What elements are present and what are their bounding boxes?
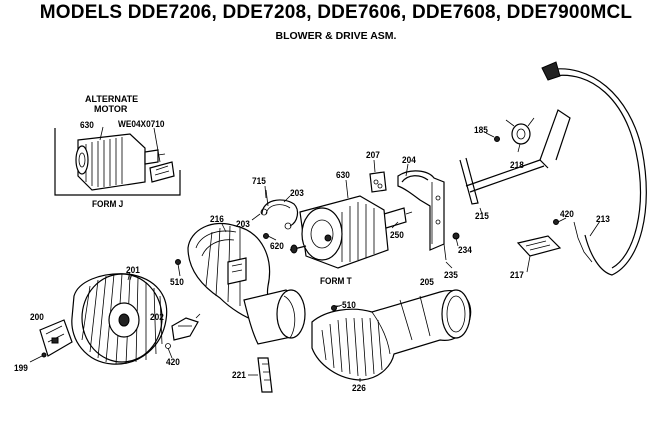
callout-221: 221 <box>232 370 246 380</box>
callout-207: 207 <box>366 150 380 160</box>
exhaust-duct <box>311 289 472 381</box>
callout-202: 202 <box>150 312 164 322</box>
motor-bracket <box>369 170 460 261</box>
callout-630: 630 <box>336 170 350 180</box>
callout-234: 234 <box>458 245 472 255</box>
callout-199: 199 <box>14 363 28 373</box>
callout-201: 201 <box>126 265 140 275</box>
callout-218: 218 <box>510 160 524 170</box>
callout-215: 215 <box>475 211 489 221</box>
wheel-plate <box>29 319 73 363</box>
callout-203b: 203 <box>236 219 250 229</box>
callout-250: 250 <box>390 230 404 240</box>
inset-form-label: FORM J <box>92 199 124 209</box>
callout-213: 213 <box>596 214 610 224</box>
callout-235: 235 <box>444 270 458 280</box>
motor-clamp <box>260 189 299 239</box>
callout-204: 204 <box>402 155 416 165</box>
inset-heading-line2: MOTOR <box>94 104 128 114</box>
bracket-plate <box>516 219 562 257</box>
callout-203a: 203 <box>290 188 304 198</box>
inset-part-callout: WE04X0710 <box>118 119 165 129</box>
callout-715: 715 <box>252 176 266 186</box>
callout-620a: 620 <box>270 241 284 251</box>
callout-200: 200 <box>30 312 44 322</box>
duct-seal <box>248 357 273 393</box>
callout-510a: 510 <box>170 277 184 287</box>
inset-heading-line1: ALTERNATE <box>85 94 139 104</box>
callout-420a: 420 <box>560 209 574 219</box>
blower-wheel <box>71 271 168 365</box>
leader-lines <box>129 132 567 382</box>
callout-216: 216 <box>210 214 224 224</box>
drive-motor <box>289 195 413 269</box>
page-subtitle: BLOWER & DRIVE ASM. <box>275 30 397 42</box>
callout-205: 205 <box>420 277 434 287</box>
callout-217: 217 <box>510 270 524 280</box>
inset-motor-callout: 630 <box>80 120 94 130</box>
idler-assembly <box>459 109 571 215</box>
callout-510b: 510 <box>342 300 356 310</box>
callout-226: 226 <box>352 383 366 393</box>
callout-185: 185 <box>474 125 488 135</box>
form-t-label: FORM T <box>320 276 352 286</box>
wheel-clamp <box>165 313 201 359</box>
drum-belt <box>541 61 647 276</box>
alternate-motor-inset <box>54 126 181 196</box>
blower-housing <box>175 222 306 345</box>
page-title: MODELS DDE7206, DDE7208, DDE7606, DDE760… <box>39 2 633 23</box>
callout-420b: 420 <box>166 357 180 367</box>
